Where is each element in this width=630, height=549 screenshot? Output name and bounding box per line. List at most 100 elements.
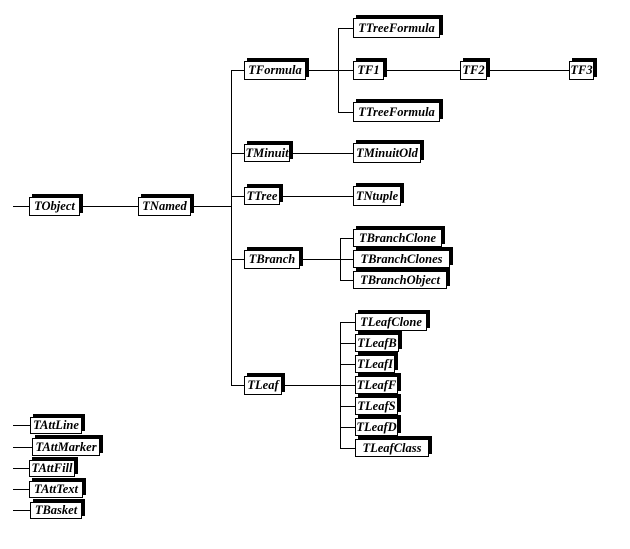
node-face-ttreeformula-bottom[interactable]: TTreeFormula [353,102,440,122]
class-node-tatttext[interactable]: TAttText [29,478,86,498]
class-label-tleaff: TLeafF [356,377,397,392]
node-face-tbranchclones[interactable]: TBranchClones [353,250,450,268]
node-face-tattline[interactable]: TAttLine [30,417,82,434]
class-node-tleafi[interactable]: TLeafI [355,352,398,373]
class-node-tf1[interactable]: TF1 [353,58,387,80]
class-node-tminuitold[interactable]: TMinuitOld [353,140,424,163]
node-face-tleaff[interactable]: TLeafF [355,376,398,394]
class-label-tminuitold: TMinuitOld [356,145,418,160]
class-label-tleafclass: TLeafClass [362,440,422,455]
node-face-ttree[interactable]: TTree [244,187,280,205]
connector-tobject-to-tnamed [80,206,138,207]
class-label-tminuit: TMinuit [245,145,289,160]
class-node-tf2[interactable]: TF2 [460,58,490,80]
node-face-tntuple[interactable]: TNtuple [353,186,401,206]
node-face-tbranch[interactable]: TBranch [244,250,300,269]
class-node-ttree[interactable]: TTree [244,184,283,205]
connector-junction3-to-tleafclass [340,448,355,449]
connector-stub-tatttext [13,489,29,490]
class-node-tbranchobject[interactable]: TBranchObject [353,268,450,289]
class-node-tnamed[interactable]: TNamed [138,194,194,216]
node-face-tbranchclone[interactable]: TBranchClone [353,229,442,247]
node-face-tminuitold[interactable]: TMinuitOld [353,143,421,163]
connector-stub-tattfill [13,468,29,469]
connector-junction1-to-ttreeformula2 [338,112,353,113]
node-face-tbranchobject[interactable]: TBranchObject [353,271,447,289]
connector-tminuit-to-tminuitold [290,153,353,154]
node-face-tleafclass[interactable]: TLeafClass [355,439,429,457]
connector-junction2-to-tbranchclones [340,259,353,260]
connector-trunk-to-tminuit [231,153,244,154]
connector-stub-tobject [13,206,29,207]
class-node-tbasket[interactable]: TBasket [30,499,85,519]
connector-junction1-to-tf1 [338,70,353,71]
class-node-tleafd[interactable]: TLeafD [355,415,401,436]
node-face-tf2[interactable]: TF2 [460,61,487,80]
connector-tf1-to-tf2 [384,70,460,71]
class-label-ttreeformula-top: TTreeFormula [358,20,435,35]
connector-junction3-to-tleafb [340,343,355,344]
class-label-tbranchobject: TBranchObject [360,272,440,287]
node-face-tformula[interactable]: TFormula [244,61,306,80]
class-label-tbranchclones: TBranchClones [360,251,443,266]
node-face-tattfill[interactable]: TAttFill [29,460,75,477]
class-node-tattmarker[interactable]: TAttMarker [32,435,103,456]
class-node-tattfill[interactable]: TAttFill [29,457,78,477]
class-node-tntuple[interactable]: TNtuple [353,183,404,206]
class-label-tattmarker: TAttMarker [35,439,97,454]
node-face-tleafd[interactable]: TLeafD [355,418,398,436]
class-node-tbranch[interactable]: TBranch [244,247,303,269]
node-face-tminuit[interactable]: TMinuit [244,144,290,162]
class-node-ttreeformula-bottom[interactable]: TTreeFormula [353,99,443,122]
connector-tleaf-to-junction3 [282,385,340,386]
class-label-tattline: TAttLine [33,418,79,433]
connector-junction3-to-tleafi [340,364,355,365]
class-node-tleaff[interactable]: TLeafF [355,373,401,394]
class-label-tleafs: TLeafS [357,398,396,413]
class-label-tbranch: TBranch [248,252,296,267]
node-face-tleafi[interactable]: TLeafI [355,355,395,373]
connector-junction2-to-tbranchobject [340,280,353,281]
class-label-tleafb: TLeafB [357,335,397,350]
class-node-tattline[interactable]: TAttLine [30,414,85,434]
class-node-tleafclass[interactable]: TLeafClass [355,436,432,457]
class-node-tbranchclones[interactable]: TBranchClones [353,247,453,268]
class-label-tf3: TF3 [570,63,593,78]
class-node-tminuit[interactable]: TMinuit [244,141,293,162]
connector-tbranch-to-junction2 [300,259,340,260]
node-face-tleafs[interactable]: TLeafS [355,397,398,415]
class-node-tobject[interactable]: TObject [29,194,83,216]
class-node-tbranchclone[interactable]: TBranchClone [353,226,445,247]
connector-junction1-to-ttreeformula1 [338,28,353,29]
node-face-tleafclone[interactable]: TLeafClone [355,313,427,331]
node-face-tf1[interactable]: TF1 [353,61,384,80]
node-face-tf3[interactable]: TF3 [569,61,594,80]
connector-trunk-to-ttree [231,196,244,197]
connector-stub-tattline [13,425,30,426]
node-face-tattmarker[interactable]: TAttMarker [32,438,100,456]
class-label-tleafclone: TLeafClone [360,314,422,329]
connector-tf2-to-tf3 [487,70,569,71]
class-node-tleafclone[interactable]: TLeafClone [355,310,430,331]
class-label-tbasket: TBasket [34,503,78,518]
class-label-ttreeformula-bottom: TTreeFormula [358,104,435,119]
class-node-tleafb[interactable]: TLeafB [355,331,402,352]
node-face-tleafb[interactable]: TLeafB [355,334,399,352]
class-node-tleafs[interactable]: TLeafS [355,394,401,415]
node-face-tnamed[interactable]: TNamed [138,197,191,216]
node-face-tatttext[interactable]: TAttText [29,481,83,498]
class-node-tf3[interactable]: TF3 [569,58,597,80]
class-node-tformula[interactable]: TFormula [244,58,309,80]
connector-junction3-to-tleafs [340,406,355,407]
connector-ttree-to-tntuple [280,196,353,197]
connector-trunk-to-tleaf [231,385,244,386]
node-face-ttreeformula-top[interactable]: TTreeFormula [353,18,440,38]
node-face-tleaf[interactable]: TLeaf [244,376,282,395]
class-node-tleaf[interactable]: TLeaf [244,373,285,395]
connector-junction2-to-tbranchclone [340,238,353,239]
class-node-ttreeformula-top[interactable]: TTreeFormula [353,15,443,38]
class-label-tleaf: TLeaf [247,378,279,393]
node-face-tbasket[interactable]: TBasket [30,502,82,519]
node-face-tobject[interactable]: TObject [29,197,80,216]
